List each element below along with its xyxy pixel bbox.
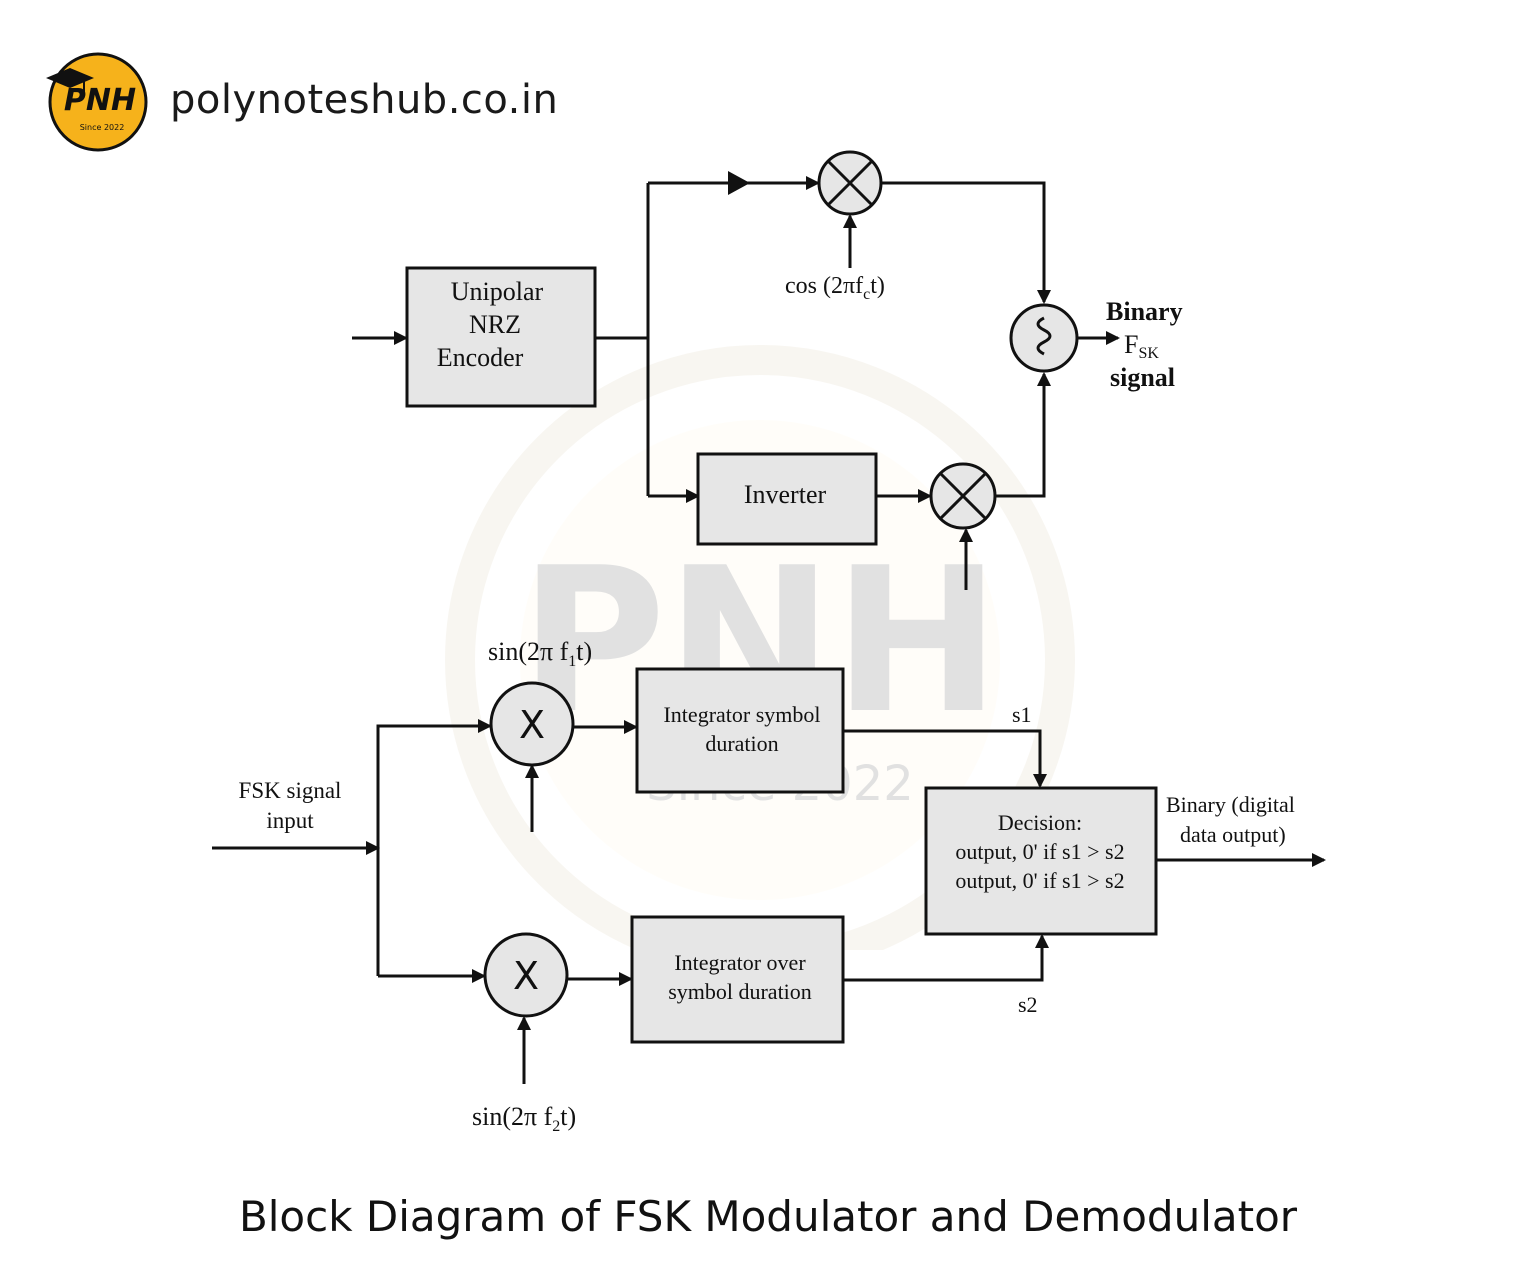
- pnh-logo-graphic: PNH Since 2022: [46, 52, 148, 152]
- integrator-2-block: [630, 915, 845, 1044]
- demod-bottom-multiplier: X: [483, 932, 569, 1018]
- demod-bottom-mult-symbol: X: [513, 954, 539, 998]
- diagram-caption: Block Diagram of FSK Modulator and Demod…: [238, 1192, 1298, 1241]
- sin1-label: sin(2π f1t): [488, 637, 592, 670]
- demod-top-mult-symbol: X: [519, 703, 545, 747]
- s2-label: s2: [1018, 992, 1038, 1017]
- header: PNH Since 2022 polynoteshub.co.in: [44, 48, 558, 152]
- demod-output-label-1: Binary (digital: [1166, 792, 1295, 817]
- mod-output-label-2: FSK: [1124, 330, 1159, 362]
- integrator-1-label-1: Integrator symbol: [663, 702, 820, 727]
- encoder-label-3: Encoder: [437, 343, 524, 372]
- nrz-encoder-block: [405, 266, 597, 408]
- inverter-label: Inverter: [744, 480, 827, 509]
- inverter-block: [696, 452, 878, 546]
- s1-label: s1: [1012, 702, 1032, 727]
- mod-top-multiplier: [817, 150, 883, 216]
- decision-label-2: output, 0' if s1 > s2: [955, 839, 1124, 864]
- integrator-2-label-2: symbol duration: [668, 979, 812, 1004]
- mod-output-label-1: Binary: [1106, 297, 1183, 326]
- integrator-1-label-2: duration: [705, 731, 778, 756]
- decision-block: [924, 786, 1158, 936]
- decision-label-3: output, 0' if s1 > s2: [955, 868, 1124, 893]
- s2-path: [843, 934, 1049, 982]
- demod-input-label-1: FSK signal: [239, 778, 342, 803]
- demod-top-multiplier: X: [489, 681, 575, 767]
- s1-path: [843, 729, 1047, 788]
- pnh-logo: PNH Since 2022: [44, 48, 148, 152]
- mod-top-to-summer: [881, 181, 1051, 304]
- encoder-label-1: Unipolar: [451, 277, 544, 306]
- demod-input-label-2: input: [266, 808, 314, 833]
- demod-split-line: [376, 724, 386, 976]
- mod-bottom-to-summer: [995, 372, 1051, 498]
- integrator-2-label-1: Integrator over: [674, 950, 806, 975]
- mod-bottom-multiplier: [929, 462, 997, 530]
- site-name: polynoteshub.co.in: [170, 77, 559, 123]
- carrier-label: cos (2πfct): [785, 273, 885, 303]
- demod-output-label-2: data output): [1180, 822, 1286, 847]
- encoder-label-2: NRZ: [469, 310, 521, 339]
- logo-text: PNH: [64, 83, 136, 118]
- logo-subtext: Since 2022: [80, 123, 125, 132]
- decision-label-1: Decision:: [998, 810, 1082, 835]
- sin2-label: sin(2π f2t): [472, 1102, 576, 1135]
- mod-output-label-3: signal: [1110, 363, 1175, 392]
- summer-node: [1009, 303, 1079, 373]
